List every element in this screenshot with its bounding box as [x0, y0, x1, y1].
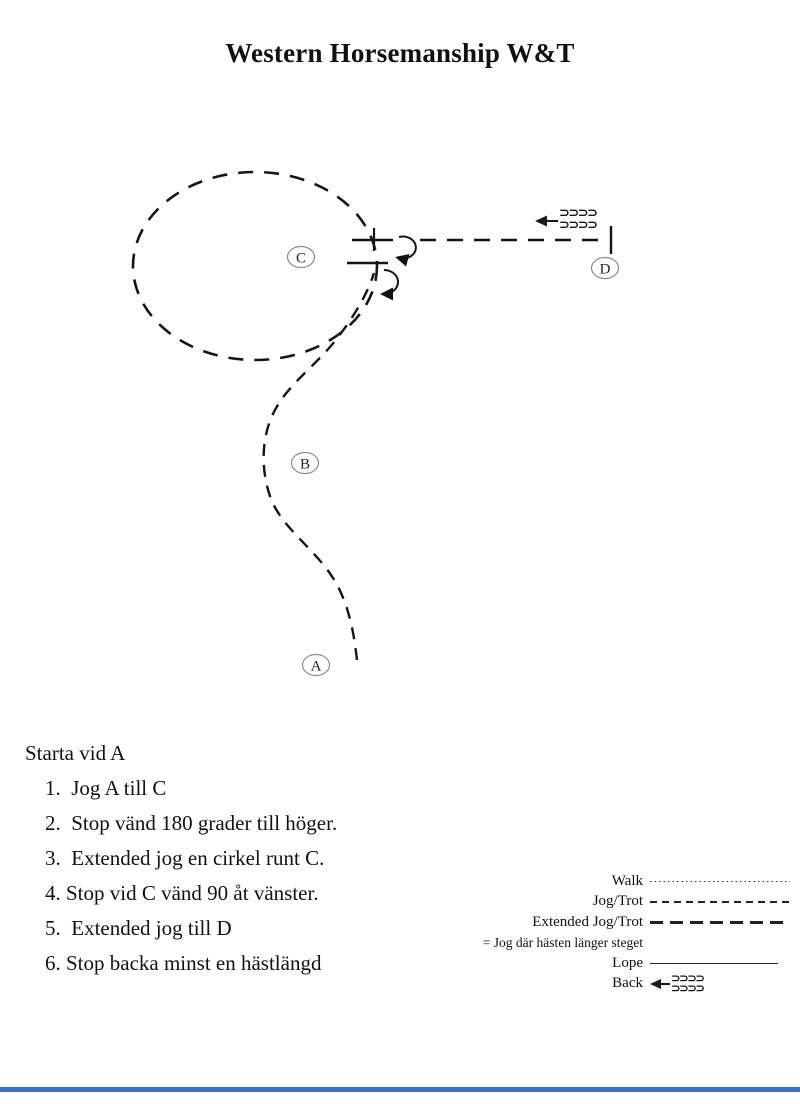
bottom-accent-line — [0, 1087, 800, 1092]
extended-jog-circle — [131, 170, 379, 362]
back-glyph-row-bottom: ⊃⊃⊃⊃ — [559, 218, 597, 233]
walk-line-icon — [650, 880, 790, 882]
jog-line-sample — [650, 900, 790, 903]
legend-row-back: Back ⊃⊃⊃⊃ ⊃⊃⊃⊃ — [452, 971, 790, 995]
back-symbol-sample: ⊃⊃⊃⊃ ⊃⊃⊃⊃ — [650, 971, 790, 995]
legend-label-lope: Lope — [612, 954, 643, 971]
back-symbol: ⊃⊃⊃⊃ ⊃⊃⊃⊃ — [535, 206, 599, 233]
pattern-diagram: ⊃⊃⊃⊃ ⊃⊃⊃⊃ C B A D — [131, 170, 620, 677]
marker-a: A — [301, 653, 331, 677]
turn-180-arrow — [380, 269, 399, 301]
marker-d-label: D — [600, 262, 611, 278]
legend-note-text: = Jog där hästen länger steget — [482, 934, 643, 950]
back-glyph-row-top: ⊃⊃⊃⊃ — [671, 971, 705, 986]
legend-row-note: = Jog där hästen länger steget — [452, 933, 790, 954]
legend-label-walk: Walk — [611, 872, 643, 889]
legend: Walk Jog/Trot Extended Jog/Trot = Jog dä… — [452, 871, 790, 994]
instruction-step-1: 1. Jog A till C — [45, 776, 167, 800]
legend-label-back: Back — [612, 975, 643, 992]
instruction-step-2: 2. Stop vänd 180 grader till höger. — [45, 811, 338, 835]
extended-jog-line-icon — [650, 921, 790, 924]
lope-line-icon — [650, 962, 778, 964]
legend-label-jog: Jog/Trot — [592, 893, 643, 910]
marker-a-label: A — [311, 659, 322, 675]
back-glyph-rows: ⊃⊃⊃⊃ ⊃⊃⊃⊃ — [671, 971, 705, 995]
marker-c-label: C — [296, 251, 306, 267]
instruction-step-3: 3. Extended jog en cirkel runt C. — [45, 846, 325, 870]
instructions: Starta vid A 1. Jog A till C 2. Stop vän… — [25, 736, 545, 981]
jog-path-a-to-c — [262, 272, 376, 661]
legend-label-extended-jog: Extended Jog/Trot — [532, 913, 643, 930]
jog-line-icon — [650, 900, 790, 903]
marker-c: C — [286, 245, 316, 269]
marker-b-label: B — [300, 457, 310, 473]
marker-d: D — [590, 256, 620, 280]
instructions-start: Starta vid A — [25, 741, 126, 765]
back-arrowhead-icon — [535, 215, 547, 227]
back-arrow-shaft — [661, 982, 670, 985]
back-arrowhead-icon — [650, 978, 661, 989]
instruction-step-4: 4. Stop vid C vänd 90 åt vänster. — [45, 881, 319, 905]
turn-90-arrow — [395, 235, 417, 267]
lope-line-sample — [650, 962, 790, 964]
legend-row-extended-jog: Extended Jog/Trot — [452, 912, 790, 933]
instruction-step-6: 6. Stop backa minst en hästlängd — [45, 951, 322, 975]
legend-row-lope: Lope — [452, 953, 790, 974]
legend-row-walk: Walk — [452, 871, 790, 892]
extended-jog-line-sample — [650, 921, 790, 924]
page-title: Western Horsemanship W&T — [225, 38, 575, 68]
back-glyph-row-top: ⊃⊃⊃⊃ — [559, 206, 597, 221]
legend-row-jog: Jog/Trot — [452, 892, 790, 913]
instruction-step-5: 5. Extended jog till D — [45, 916, 232, 940]
back-glyph-row-bottom: ⊃⊃⊃⊃ — [671, 980, 705, 995]
marker-b: B — [290, 451, 320, 475]
walk-line-sample — [650, 880, 790, 882]
